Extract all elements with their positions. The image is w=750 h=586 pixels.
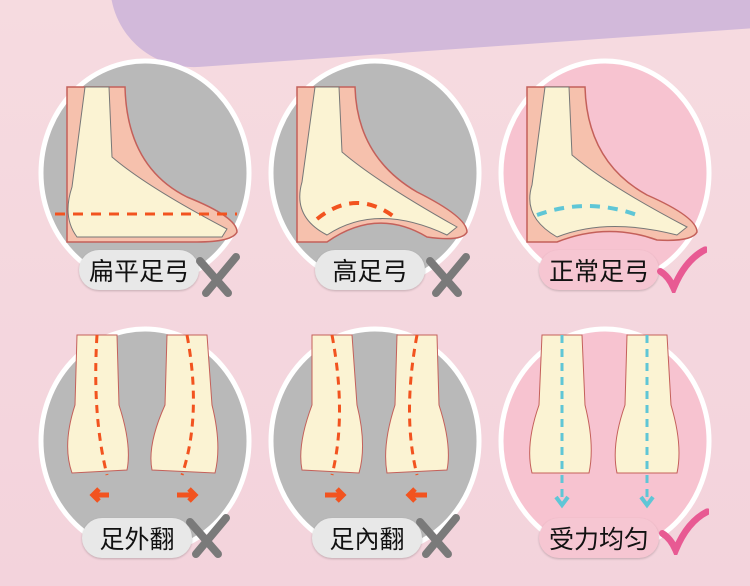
normal-arch-card: 正常足弓 bbox=[497, 57, 713, 293]
high-arch-label: 高足弓 bbox=[315, 250, 425, 290]
balanced-card: 受力均匀 bbox=[497, 325, 713, 558]
high-arch-card: 高足弓 bbox=[267, 57, 483, 297]
flat-arch-card: 扁平足弓 bbox=[37, 57, 253, 297]
check-icon bbox=[659, 508, 709, 555]
eversion-illustration bbox=[38, 326, 252, 556]
cross-icon bbox=[416, 514, 460, 558]
flat-arch-illustration bbox=[38, 58, 252, 288]
cross-icon bbox=[196, 253, 240, 297]
inversion-illustration bbox=[268, 326, 482, 556]
inversion-label: 足內翻 bbox=[312, 518, 422, 558]
cross-icon bbox=[186, 514, 230, 558]
flat-arch-label: 扁平足弓 bbox=[79, 250, 199, 290]
eversion-label: 足外翻 bbox=[82, 518, 192, 558]
balanced-label: 受力均匀 bbox=[539, 518, 659, 558]
cross-icon bbox=[426, 253, 470, 297]
normal-arch-label: 正常足弓 bbox=[539, 250, 659, 290]
inversion-card: 足內翻 bbox=[267, 325, 483, 558]
check-icon bbox=[657, 246, 707, 293]
balanced-illustration bbox=[498, 326, 712, 556]
eversion-card: 足外翻 bbox=[37, 325, 253, 558]
